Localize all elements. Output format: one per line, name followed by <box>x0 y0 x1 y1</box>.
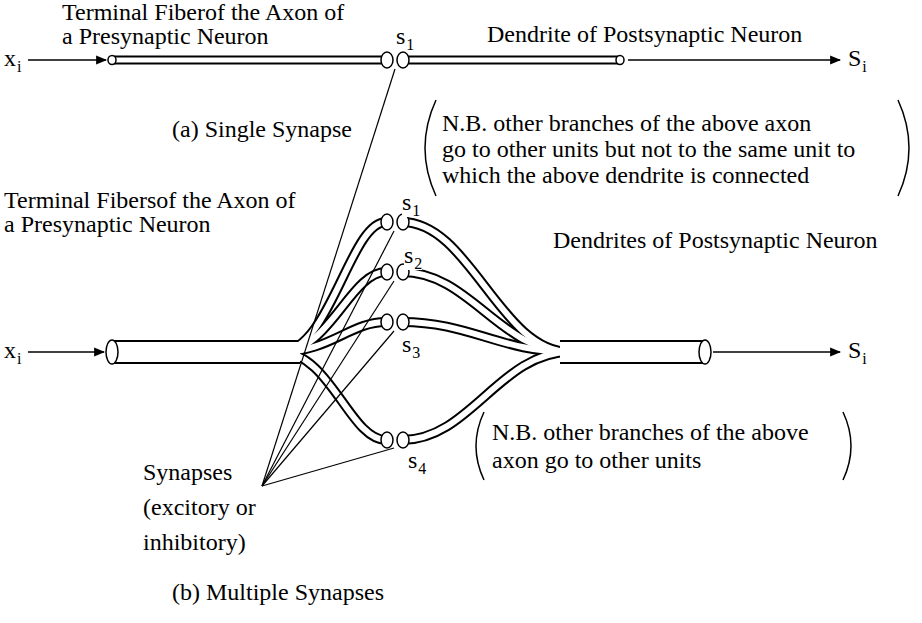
postsynaptic-knob <box>397 314 409 330</box>
presynaptic-knob <box>381 314 393 330</box>
axon-outline <box>112 340 300 364</box>
axon-branch-outline <box>280 352 386 440</box>
text-line: Terminal Fibersof the Axon of <box>4 188 296 212</box>
bracket <box>898 100 909 196</box>
text-line: which the above dendrite is connected <box>442 162 855 188</box>
text-line: N.B. other branches of the above <box>492 418 809 446</box>
input-signal: xi <box>4 338 21 365</box>
input-signal: xi <box>4 46 21 73</box>
output-signal: Si <box>848 338 867 365</box>
presynaptic-knob <box>381 52 393 68</box>
subscript: 2 <box>414 255 422 272</box>
synapse-label: Synapses (excitory or inhibitory) <box>143 455 256 560</box>
axon-branch-outline <box>280 272 386 352</box>
output-signal: Si <box>848 46 867 73</box>
axon-branch-fill <box>280 272 386 352</box>
input-arrow <box>28 351 104 353</box>
axon-branch-fill <box>280 322 386 352</box>
axon-label: Terminal Fibersof the Axon of a Presynap… <box>4 188 296 236</box>
subscript: i <box>17 58 21 75</box>
output-arrow <box>713 351 840 353</box>
text-line: N.B. other branches of the above axon <box>442 110 855 136</box>
text-line: Terminal Fiberof the Axon of <box>62 0 344 24</box>
note-text: N.B. other branches of the above axon go… <box>442 110 855 188</box>
synapse-number: s1 <box>396 24 414 51</box>
bracket <box>476 412 484 480</box>
subscript: 1 <box>412 202 420 219</box>
text-line: (excitory or <box>143 490 256 525</box>
synapse-number: s1 <box>402 190 420 217</box>
presynaptic-knob <box>381 214 393 230</box>
dendrite-branch-outline <box>402 222 570 352</box>
dendrite-fill <box>560 342 704 362</box>
presynaptic-knob <box>381 264 393 280</box>
subscript: 3 <box>412 344 420 361</box>
text-line: axon go to other units <box>492 446 809 474</box>
subscript: 1 <box>406 36 414 53</box>
synapse-number: s3 <box>402 332 420 359</box>
bracket <box>425 100 436 196</box>
synapse-number: s4 <box>408 448 426 475</box>
synapse-number: s2 <box>404 243 422 270</box>
postsynaptic-knob <box>397 52 409 68</box>
axon-outline <box>112 56 388 65</box>
dendrite-label: Dendrite of Postsynaptic Neuron <box>487 22 802 46</box>
dendrite-end <box>699 340 711 364</box>
output-arrow <box>628 59 840 61</box>
dendrite-branch-fill <box>402 222 570 352</box>
text-line: a Presynaptic Neuron <box>4 212 296 236</box>
text-line: go to other units but not to the same un… <box>442 136 855 162</box>
subscript: i <box>862 58 866 75</box>
dendrite-branch-fill <box>402 272 570 352</box>
postsynaptic-knob <box>397 432 409 448</box>
note-text: N.B. other branches of the above axon go… <box>492 418 809 474</box>
subscript: i <box>862 350 866 367</box>
text-line: inhibitory) <box>143 525 256 560</box>
axon-end <box>106 340 118 364</box>
text-line: Synapses <box>143 455 256 490</box>
subscript: 4 <box>418 460 426 477</box>
subscript: i <box>17 350 21 367</box>
leader-line <box>262 331 394 486</box>
leader-line <box>262 448 394 486</box>
panel-caption: (a) Single Synapse <box>172 117 352 141</box>
dendrite-label: Dendrites of Postsynaptic Neuron <box>553 228 878 252</box>
axon-label: Terminal Fiberof the Axon of a Presynapt… <box>62 0 344 48</box>
dendrite-branch-fill <box>402 322 570 352</box>
leader-line <box>262 231 394 486</box>
panel-caption: (b) Multiple Synapses <box>172 580 384 604</box>
axon-fill <box>113 58 388 63</box>
presynaptic-knob <box>381 432 393 448</box>
leader-line <box>262 281 394 486</box>
axon-branch-fill <box>280 352 386 440</box>
input-arrow <box>28 59 106 61</box>
axon-branch-outline <box>280 222 386 352</box>
dendrite-fill <box>402 58 619 63</box>
dendrite-outline <box>402 56 620 65</box>
axon-end <box>108 56 116 65</box>
axon-fill <box>113 342 300 362</box>
bracket <box>843 412 851 480</box>
axon-branch-fill <box>280 222 386 352</box>
dendrite-outline <box>560 340 705 364</box>
dendrite-end <box>616 56 624 65</box>
text-line: a Presynaptic Neuron <box>62 24 344 48</box>
